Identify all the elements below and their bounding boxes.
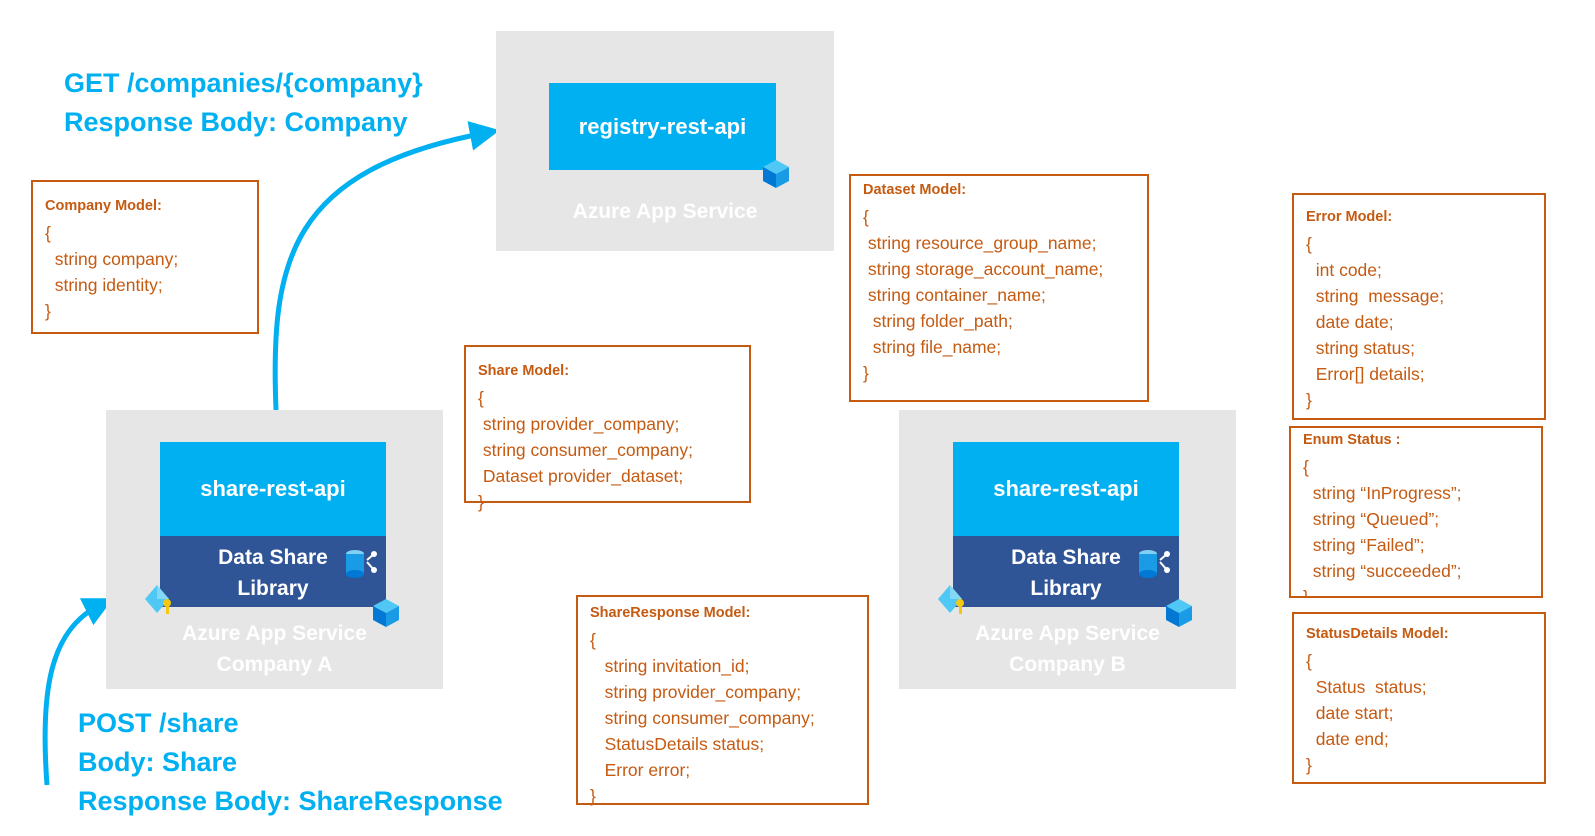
status-details-model-line: date end;: [1306, 729, 1389, 749]
error-model-line: date date;: [1306, 312, 1394, 332]
share-response-model-line: Error error;: [590, 760, 691, 780]
company-a-service-line-1: Azure App Service: [182, 622, 367, 645]
share-response-model-line: string invitation_id;: [590, 656, 750, 676]
dataset-model-title: Dataset Model:: [863, 182, 967, 198]
dataset-model-line: string container_name;: [863, 285, 1046, 305]
error-model-line: Error[] details;: [1306, 364, 1425, 384]
enum-status-line: {: [1303, 457, 1309, 477]
dataset-model-line: {: [863, 207, 869, 227]
share-response-model-line: }: [590, 786, 596, 806]
share-model-line: {: [478, 388, 484, 408]
key-identity-icon: [145, 585, 171, 614]
share-model-line: }: [478, 492, 484, 512]
error-model-box: Error Model: { int code; string message;…: [1292, 193, 1546, 420]
company-a-service-line-2: Company A: [216, 653, 333, 676]
cube-icon: [763, 160, 789, 188]
key-identity-icon: [938, 585, 964, 614]
share-response-model-line: StatusDetails status;: [590, 734, 765, 754]
share-request-line-2: Body: Share: [78, 747, 238, 777]
share-model-line: string consumer_company;: [478, 440, 693, 460]
company-model-line: }: [45, 301, 51, 321]
company-model-box: Company Model: { string company; string …: [31, 180, 259, 334]
error-model-line: }: [1306, 390, 1312, 410]
company-b-library-line-2: Library: [1030, 577, 1102, 600]
cube-icon: [1166, 599, 1192, 627]
company-b-api-label: share-rest-api: [993, 476, 1139, 501]
dataset-model-line: string storage_account_name;: [863, 259, 1104, 279]
registry-request-line-1: GET /companies/{company}: [64, 68, 423, 98]
share-response-model-line: string provider_company;: [590, 682, 802, 702]
registry-request-line-2: Response Body: Company: [64, 107, 408, 137]
share-response-model-box: ShareResponse Model: { string invitation…: [576, 595, 869, 806]
company-b-data-share-library: Data Share Library: [953, 536, 1179, 607]
share-model-line: Dataset provider_dataset;: [478, 466, 684, 486]
status-details-model-title: StatusDetails Model:: [1306, 626, 1449, 642]
enum-status-title: Enum Status :: [1303, 432, 1401, 448]
registry-api-label: registry-rest-api: [578, 113, 747, 139]
company-b-rest-api-box: share-rest-api: [953, 442, 1179, 536]
share-response-model-line: {: [590, 630, 596, 650]
status-details-model-box: StatusDetails Model: { Status status; da…: [1292, 612, 1546, 784]
error-model-line: int code;: [1306, 260, 1382, 280]
registry-request-text: GET /companies/{company} Response Body: …: [64, 64, 423, 142]
enum-status-line: string “InProgress”;: [1303, 483, 1462, 503]
company-a-library-line-2: Library: [237, 577, 309, 600]
company-a-api-label: share-rest-api: [200, 476, 346, 501]
error-model-line: string status;: [1306, 338, 1415, 358]
error-model-title: Error Model:: [1306, 209, 1393, 225]
company-b-service-line-1: Azure App Service: [975, 622, 1160, 645]
error-model-line: string message;: [1306, 286, 1445, 306]
status-details-model-line: }: [1306, 755, 1312, 775]
company-a-service-label: Azure App Service Company A: [106, 618, 443, 680]
status-details-model-line: {: [1306, 651, 1312, 671]
company-model-title: Company Model:: [45, 198, 162, 214]
dataset-model-line: string folder_path;: [863, 311, 1013, 331]
company-a-library-line-1: Data Share: [218, 546, 328, 569]
storage-icon: [346, 550, 377, 578]
storage-icon: [1139, 550, 1170, 578]
enum-status-box: Enum Status : { string “InProgress”; str…: [1289, 426, 1543, 598]
enum-status-line: string “Failed”;: [1303, 535, 1425, 555]
registry-rest-api-box: registry-rest-api: [549, 83, 776, 170]
error-model-line: {: [1306, 234, 1312, 254]
enum-status-line: }: [1303, 587, 1309, 598]
company-a-rest-api-box: share-rest-api: [160, 442, 386, 536]
share-model-box: Share Model: { string provider_company; …: [464, 345, 751, 512]
registry-service-label: Azure App Service: [572, 200, 758, 223]
status-details-model-line: Status status;: [1306, 677, 1427, 697]
dataset-model-line: string file_name;: [863, 337, 1002, 357]
arrow-into-company-a: [42, 598, 114, 786]
share-response-model-title: ShareResponse Model:: [590, 605, 751, 621]
dataset-model-line: string resource_group_name;: [863, 233, 1097, 253]
cube-icon: [373, 599, 399, 627]
company-model-line: string identity;: [45, 275, 163, 295]
share-model-line: string provider_company;: [478, 414, 680, 434]
company-b-service-line-2: Company B: [1009, 653, 1126, 676]
share-response-model-line: string consumer_company;: [590, 708, 815, 728]
share-model-title: Share Model:: [478, 363, 570, 379]
enum-status-line: string “Queued”;: [1303, 509, 1440, 529]
company-model-line: string company;: [45, 249, 179, 269]
company-model-line: {: [45, 223, 51, 243]
enum-status-line: string “succeeded”;: [1303, 561, 1462, 581]
dataset-model-box: Dataset Model: { string resource_group_n…: [849, 174, 1149, 402]
company-b-library-line-1: Data Share: [1011, 546, 1121, 569]
share-request-line-3: Response Body: ShareResponse: [78, 786, 503, 816]
share-request-text: POST /share Body: Share Response Body: S…: [78, 704, 503, 821]
dataset-model-line: }: [863, 363, 869, 383]
share-request-line-1: POST /share: [78, 708, 239, 738]
company-b-service-label: Azure App Service Company B: [899, 618, 1236, 680]
status-details-model-line: date start;: [1306, 703, 1394, 723]
arrow-to-registry: [272, 121, 500, 411]
